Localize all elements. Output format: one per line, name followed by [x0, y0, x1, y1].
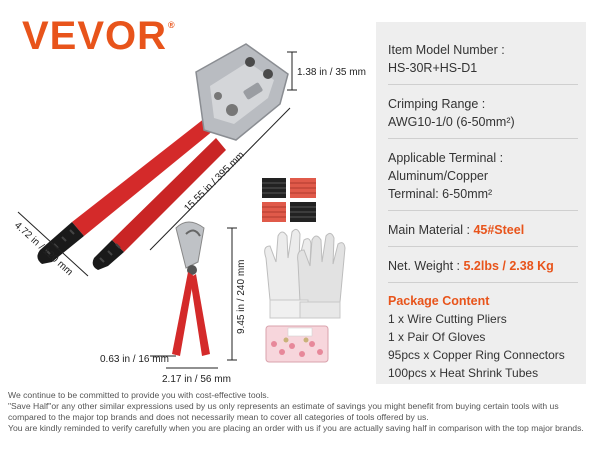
registered-mark: ® — [168, 20, 176, 30]
divider — [388, 246, 578, 247]
weight-label: Net. Weight : — [388, 259, 464, 273]
disclaimer-line: compared to the major top brands and doe… — [8, 412, 429, 422]
package-content-title: Package Content — [388, 294, 490, 308]
disclaimer: We continue to be committed to provide y… — [8, 390, 598, 434]
divider — [388, 210, 578, 211]
model-label: Item Model Number : — [388, 43, 505, 57]
wire-cutter-image — [172, 221, 210, 356]
cutter-width-dimension: 2.17 in / 56 mm — [162, 374, 231, 385]
crimp-range-value: AWG10-1/0 (6-50mm²) — [388, 115, 515, 129]
package-item: 1 x Pair Of Gloves — [388, 330, 486, 344]
material-label: Main Material : — [388, 223, 474, 237]
model-value: HS-30R+HS-D1 — [388, 61, 478, 75]
package-item: 95pcs x Copper Ring Connectors — [388, 348, 565, 362]
disclaimer-line: "Save Half"or any other similar expressi… — [8, 401, 559, 411]
heat-shrink-tubes-image — [262, 178, 316, 222]
weight-value: 5.2lbs / 2.38 Kg — [463, 259, 554, 273]
terminal-label: Applicable Terminal : — [388, 151, 504, 165]
crimping-tool-image — [37, 43, 289, 270]
ring-connectors-image — [265, 325, 329, 363]
crimp-range-label: Crimping Range : — [388, 97, 486, 111]
brand-logo: VEVOR® — [22, 14, 176, 59]
divider — [388, 282, 578, 283]
product-illustration: 1.38 in / 35 mm 15.55 in / 395 mm 4.72 i… — [12, 43, 366, 385]
divider — [388, 138, 578, 139]
cutter-jaw-dimension: 0.63 in / 16 mm — [100, 354, 169, 365]
package-item: 1 x Wire Cutting Pliers — [388, 312, 507, 326]
brand-logo-text: VEVOR — [22, 14, 168, 58]
terminal-value-line2: Terminal: 6-50mm² — [388, 187, 493, 201]
package-item: 100pcs x Heat Shrink Tubes — [388, 366, 539, 380]
weight-row: Net. Weight : 5.2lbs / 2.38 Kg — [388, 258, 554, 275]
divider — [388, 84, 578, 85]
terminal-value-line1: Aluminum/Copper — [388, 169, 489, 183]
material-row: Main Material : 45#Steel — [388, 222, 524, 239]
material-value: 45#Steel — [473, 223, 525, 237]
disclaimer-line: We continue to be committed to provide y… — [8, 390, 269, 400]
disclaimer-line: You are kindly reminded to verify carefu… — [8, 423, 584, 433]
spec-panel — [376, 22, 586, 384]
gloves-image — [264, 228, 346, 319]
jaw-width-dimension: 1.38 in / 35 mm — [297, 67, 366, 78]
cutter-length-dimension: 9.45 in / 240 mm — [236, 260, 247, 334]
